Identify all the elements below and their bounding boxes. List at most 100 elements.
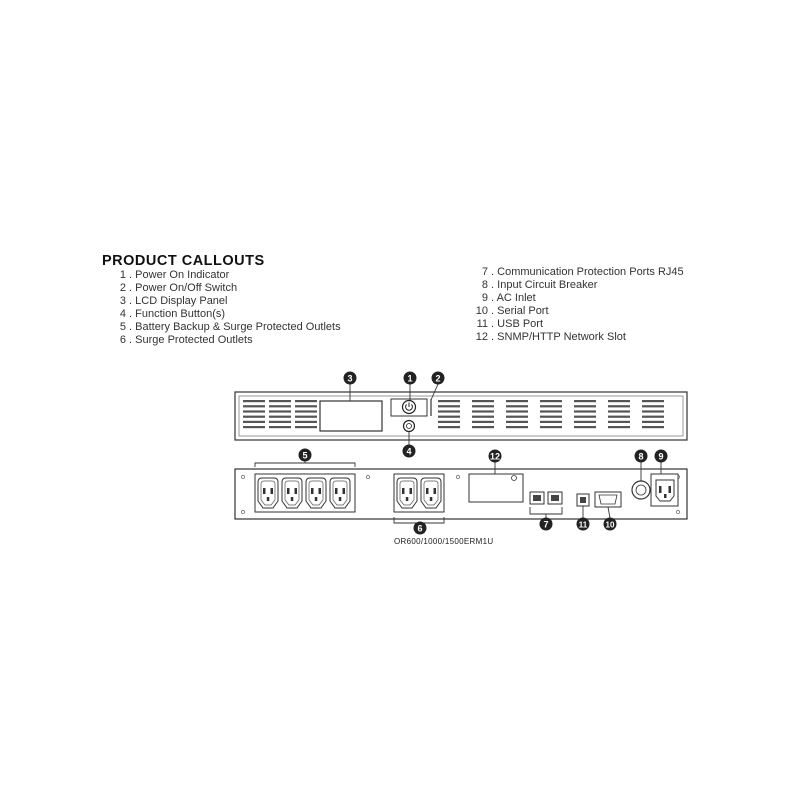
callout-item: 8 . Input Circuit Breaker [481, 279, 598, 291]
vent-slot [540, 410, 562, 413]
outlet-receptacle [396, 477, 418, 509]
outlet-receptacle [329, 477, 351, 509]
vent-slot [506, 420, 528, 423]
callout-marker-9: 9 [654, 449, 668, 463]
vent-slot [608, 405, 630, 408]
vent-slot [642, 426, 664, 429]
outlet-receptacle [281, 477, 303, 509]
svg-text:1: 1 [407, 373, 412, 383]
vent-slot [243, 400, 265, 403]
svg-text:10: 10 [606, 520, 615, 529]
svg-text:8: 8 [638, 451, 643, 461]
callout-marker-8: 8 [634, 449, 648, 463]
callout-marker-6: 6 [413, 521, 427, 535]
vent-slot [574, 420, 596, 423]
vent-slot [295, 426, 317, 429]
front-vents [243, 400, 664, 429]
vent-slot [472, 405, 494, 408]
vent-slot [243, 410, 265, 413]
vent-slot [295, 405, 317, 408]
callout-marker-5: 5 [298, 448, 312, 462]
vent-slot [472, 400, 494, 403]
vent-slot [506, 410, 528, 413]
callout-item: 11 . USB Port [476, 318, 544, 330]
svg-text:12: 12 [490, 451, 500, 461]
callout-marker-7: 7 [539, 517, 553, 531]
callout-marker-1: 1 [403, 371, 417, 385]
power-icon [405, 404, 413, 411]
svg-text:11: 11 [579, 520, 588, 529]
vent-slot [540, 426, 562, 429]
svg-text:5: 5 [302, 450, 307, 460]
callout-item: 10 . Serial Port [475, 305, 549, 317]
vent-slot [269, 426, 291, 429]
vent-slot [295, 420, 317, 423]
svg-text:4: 4 [406, 446, 411, 456]
vent-slot [608, 410, 630, 413]
vent-slot [608, 415, 630, 418]
callout-marker-12: 12 [488, 449, 502, 463]
callout-marker-4: 4 [402, 444, 416, 458]
outlet-receptacle [420, 477, 442, 509]
lcd-display-panel [319, 400, 383, 432]
callout-marker-3: 3 [343, 371, 357, 385]
vent-slot [540, 420, 562, 423]
vent-slot [506, 400, 528, 403]
rear-panel [234, 468, 688, 520]
vent-slot [269, 405, 291, 408]
callout-item: 9 . AC Inlet [481, 292, 536, 304]
vent-slot [472, 420, 494, 423]
vent-slot [438, 400, 460, 403]
callout-marker-11: 11 [576, 517, 590, 531]
callout-marker-10: 10 [603, 517, 617, 531]
function-button [402, 419, 416, 433]
vent-slot [540, 405, 562, 408]
vent-slot [472, 415, 494, 418]
callout-list-left: 1 . Power On Indicator 2 . Power On/Off … [106, 269, 341, 347]
svg-text:6: 6 [417, 523, 422, 533]
callout-item: 4 . Function Button(s) [119, 308, 226, 320]
vent-slot [574, 415, 596, 418]
callout-item: 1 . Power On Indicator [119, 269, 230, 281]
input-circuit-breaker [631, 480, 651, 500]
vent-slot [540, 400, 562, 403]
page-title: PRODUCT CALLOUTS [102, 253, 265, 269]
vent-slot [472, 410, 494, 413]
vent-slot [243, 405, 265, 408]
callout-item: 2 . Power On/Off Switch [119, 282, 238, 294]
callout-markers: 3 1 2 4 5 12 8 9 6 7 11 10 [298, 371, 668, 535]
vent-slot [506, 415, 528, 418]
vent-slot [574, 400, 596, 403]
vent-slot [574, 426, 596, 429]
outlet-receptacle [305, 477, 327, 509]
vent-slot [642, 405, 664, 408]
vent-slot [243, 420, 265, 423]
vent-slot [472, 426, 494, 429]
vent-slot [438, 420, 460, 423]
vent-slot [574, 410, 596, 413]
vent-slot [243, 415, 265, 418]
vent-slot [269, 420, 291, 423]
vent-slot [506, 426, 528, 429]
callout-item: 7 . Communication Protection Ports RJ45 [481, 266, 684, 278]
outlet-receptacle [257, 477, 279, 509]
front-panel [234, 391, 688, 441]
vent-slot [642, 420, 664, 423]
vent-slot [243, 426, 265, 429]
vent-slot [438, 410, 460, 413]
callout-marker-2: 2 [431, 371, 445, 385]
svg-text:2: 2 [435, 373, 440, 383]
svg-text:7: 7 [543, 519, 548, 529]
vent-slot [642, 415, 664, 418]
callout-item: 6 . Surge Protected Outlets [119, 334, 253, 346]
vent-slot [269, 410, 291, 413]
vent-slot [574, 405, 596, 408]
vent-slot [295, 410, 317, 413]
vent-slot [295, 415, 317, 418]
callout-item: 12 . SNMP/HTTP Network Slot [475, 331, 626, 343]
vent-slot [642, 400, 664, 403]
vent-slot [608, 426, 630, 429]
vent-slot [438, 405, 460, 408]
vent-slot [295, 400, 317, 403]
vent-slot [438, 426, 460, 429]
